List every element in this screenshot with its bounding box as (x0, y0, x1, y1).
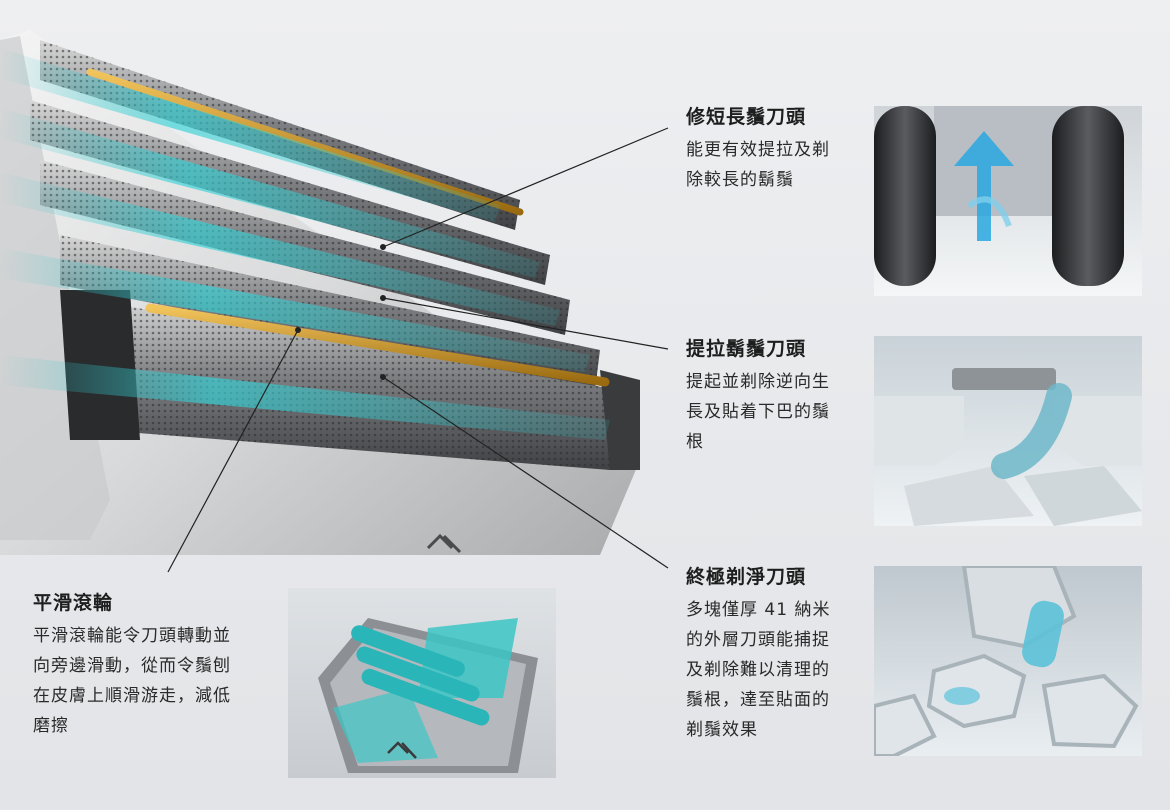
desc-line: 剃鬚效果 (686, 720, 758, 740)
desc-line: 的外層刀頭能捕捉 (686, 630, 830, 650)
desc-line: 及剃除難以清理的 (686, 660, 830, 680)
feature-lift-heading: 提拉鬍鬚刀頭 (686, 338, 807, 360)
feature-lift: 提拉鬍鬚刀頭 提起並剃除逆向生 長及貼着下巴的鬚 根 (686, 334, 830, 457)
feature-roller-heading: 平滑滾輪 (33, 592, 114, 614)
desc-line: 根 (686, 432, 704, 452)
lift-blade-closeup-image (874, 336, 1142, 526)
feature-trimmer-heading: 修短長鬚刀頭 (686, 106, 807, 128)
feature-trimmer-desc: 能更有效提拉及剃 除較長的鬍鬚 (686, 135, 830, 195)
finishing-foil-closeup-image (874, 566, 1142, 756)
desc-line: 在皮膚上順滑游走，減低 (33, 686, 231, 706)
feature-roller-desc: 平滑滾輪能令刀頭轉動並 向旁邊滑動，從而令鬚刨 在皮膚上順滑游走，減低 磨擦 (33, 621, 231, 741)
desc-line: 磨擦 (33, 716, 69, 736)
desc-line: 提起並剃除逆向生 (686, 372, 830, 392)
trimmer-closeup-image (874, 106, 1142, 296)
desc-line: 向旁邊滑動，從而令鬚刨 (33, 656, 231, 676)
desc-line: 多塊僅厚 41 納米 (686, 600, 831, 620)
feature-finish: 終極剃淨刀頭 多塊僅厚 41 納米 的外層刀頭能捕捉 及剃除難以清理的 鬚根，達… (686, 562, 830, 745)
feature-roller: 平滑滾輪 平滑滾輪能令刀頭轉動並 向旁邊滑動，從而令鬚刨 在皮膚上順滑游走，減低… (33, 588, 231, 741)
desc-line: 鬚根，達至貼面的 (686, 690, 830, 710)
desc-line: 除較長的鬍鬚 (686, 170, 794, 190)
feature-lift-desc: 提起並剃除逆向生 長及貼着下巴的鬚 根 (686, 367, 830, 457)
feature-trimmer: 修短長鬚刀頭 能更有效提拉及剃 除較長的鬍鬚 (686, 102, 830, 195)
feature-finish-desc: 多塊僅厚 41 納米 的外層刀頭能捕捉 及剃除難以清理的 鬚根，達至貼面的 剃鬚… (686, 595, 830, 745)
shaver-head-illustration (0, 30, 640, 555)
desc-line: 能更有效提拉及剃 (686, 140, 830, 160)
desc-line: 平滑滾輪能令刀頭轉動並 (33, 626, 231, 646)
desc-line: 長及貼着下巴的鬚 (686, 402, 830, 422)
feature-finish-heading: 終極剃淨刀頭 (686, 566, 807, 588)
roller-head-image (288, 588, 556, 778)
